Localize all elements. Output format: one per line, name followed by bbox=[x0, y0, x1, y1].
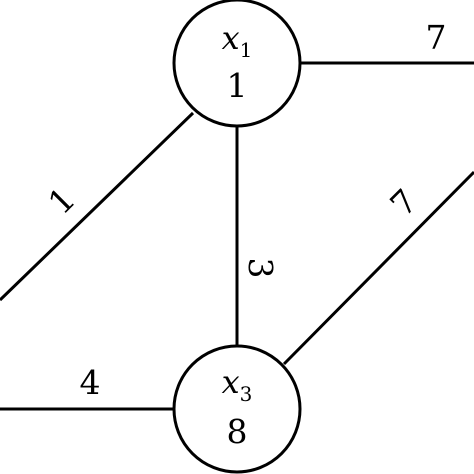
edge-label-x1-left: 1 bbox=[40, 179, 82, 221]
node-x3: x3 8 bbox=[172, 344, 302, 474]
edge-x1-left bbox=[0, 111, 195, 302]
node-x3-subscript: 3 bbox=[240, 382, 253, 406]
edge-label-x3-right: 7 bbox=[382, 181, 424, 223]
node-x1-subscript: 1 bbox=[240, 38, 253, 62]
edge-label-x1-right: 7 bbox=[426, 18, 447, 57]
node-x3-value: 8 bbox=[227, 412, 248, 451]
node-x1-variable: x1 bbox=[222, 19, 253, 62]
node-x1-circle bbox=[172, 0, 302, 128]
node-x3-var: x bbox=[222, 363, 240, 401]
node-x3-variable: x3 bbox=[222, 363, 253, 406]
edge-label-x1-x3: 3 bbox=[241, 258, 280, 279]
node-x1: x1 1 bbox=[172, 0, 302, 128]
edge-x3-right bbox=[282, 170, 474, 366]
node-x3-circle bbox=[172, 344, 302, 474]
node-x1-value: 1 bbox=[227, 66, 248, 105]
node-x1-var: x bbox=[222, 19, 240, 57]
edge-label-x3-left: 4 bbox=[80, 363, 101, 402]
